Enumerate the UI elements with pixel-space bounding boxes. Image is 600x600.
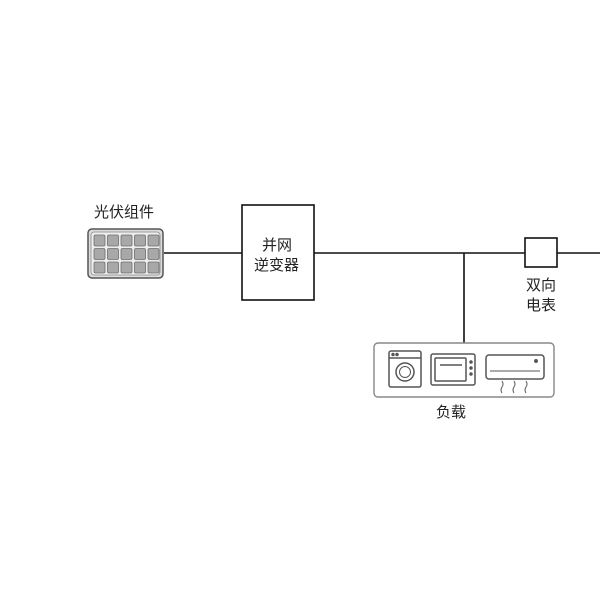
inverter-label-line2: 逆变器 [254, 256, 300, 274]
solar-cell [107, 248, 119, 260]
solar-cell [134, 248, 146, 260]
meter-label-line1: 双向 [526, 276, 557, 294]
solar-cell [120, 261, 133, 274]
solar-cell [134, 261, 146, 274]
microwave-icon [430, 353, 476, 386]
solar-cell [120, 248, 133, 260]
meter-box [524, 237, 558, 268]
solar-cell [93, 248, 106, 260]
solar-cell [107, 234, 119, 247]
solar-cell [134, 234, 146, 247]
solar-cell [107, 261, 119, 274]
solar-cell [147, 248, 160, 260]
solar-cell [93, 234, 106, 247]
solar-cell [147, 234, 160, 247]
meter-label-line2: 电表 [526, 296, 557, 314]
air-conditioner-icon [485, 354, 545, 394]
solar-cell [147, 261, 160, 274]
inverter-box [241, 204, 315, 301]
pv-module-label: 光伏组件 [94, 203, 155, 221]
solar-cell [120, 234, 133, 247]
wires [164, 252, 600, 343]
solar-panel-icon [87, 228, 164, 279]
washing-machine-icon [388, 350, 422, 388]
solar-cell [93, 261, 106, 274]
load-label: 负载 [436, 403, 467, 421]
load-box [373, 342, 555, 398]
inverter-label-line1: 并网 [262, 236, 293, 254]
